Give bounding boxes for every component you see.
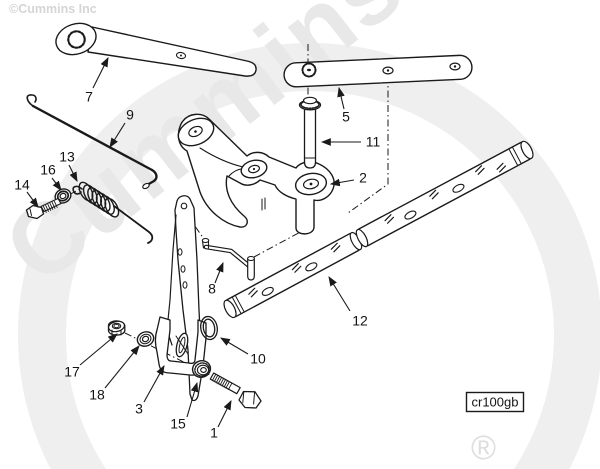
callout-label-14: 14 <box>14 177 30 193</box>
spring-part13 <box>72 181 154 244</box>
callout-label-10: 10 <box>250 351 266 367</box>
callout-arrow-14 <box>26 191 39 208</box>
callout-label-7: 7 <box>85 89 93 105</box>
callout-arrow-15 <box>186 381 199 418</box>
callout-arrow-1 <box>217 400 232 428</box>
bolt14-head <box>25 204 45 220</box>
bolt-part11 <box>298 96 322 169</box>
callout-label-12: 12 <box>352 313 368 329</box>
callout-label-13: 13 <box>59 149 75 165</box>
callout-arrow-3 <box>143 365 165 403</box>
linkage-rod-part9 <box>26 94 158 190</box>
callout-arrow-12 <box>328 276 351 312</box>
splined-hole <box>67 30 86 49</box>
callout-arrow-5 <box>337 86 345 110</box>
callout-arrow-17 <box>79 333 118 366</box>
callout-label-15: 15 <box>170 416 186 432</box>
callout-label-11: 11 <box>366 134 381 150</box>
centerline-lever-bar <box>347 76 389 214</box>
callout-label-18: 18 <box>89 387 105 403</box>
callout-arrow-10 <box>220 337 249 355</box>
spring-wire-hook <box>113 205 154 244</box>
figure-code-box <box>465 391 525 413</box>
registered-mark: ® <box>471 429 496 467</box>
washer-part15 <box>191 360 212 378</box>
figure-code-text: cr100gb <box>472 395 519 410</box>
shaft-part12 <box>223 140 534 319</box>
lever-arm-part7 <box>55 22 257 77</box>
parts-layer <box>25 22 534 409</box>
callout-label-1: 1 <box>210 425 218 441</box>
callout-label-2: 2 <box>359 170 367 186</box>
callout-arrow-16 <box>51 177 62 191</box>
callout-label-16: 16 <box>40 162 56 178</box>
callout-label-3: 3 <box>135 401 143 417</box>
copyright-text: ©Cummins Inc <box>9 2 97 16</box>
flat-bar-part5 <box>283 54 473 88</box>
nut-part17 <box>107 320 126 336</box>
washer-part18 <box>136 331 155 347</box>
callout-label-8: 8 <box>208 281 216 297</box>
callout-arrow-13 <box>68 164 78 182</box>
bracket-part3 <box>154 195 207 402</box>
callout-label-17: 17 <box>64 364 80 380</box>
callout-arrow-2 <box>329 178 355 187</box>
callout-arrow-7 <box>92 57 109 89</box>
callout-label-9: 9 <box>126 107 134 123</box>
bolt-part1 <box>209 372 262 409</box>
bolt1-head <box>238 390 262 409</box>
callout-arrow-9 <box>109 122 126 148</box>
callout-arrow-8 <box>214 261 224 284</box>
cast-lever-part2 <box>177 113 335 235</box>
centerline-link-shaft <box>253 229 305 258</box>
figure-code: cr100gb <box>465 391 525 413</box>
o-ring-part10 <box>200 315 218 341</box>
bent-link-part8 <box>201 237 255 281</box>
callout-arrow-18 <box>104 345 140 389</box>
callout-label-5: 5 <box>342 109 350 125</box>
